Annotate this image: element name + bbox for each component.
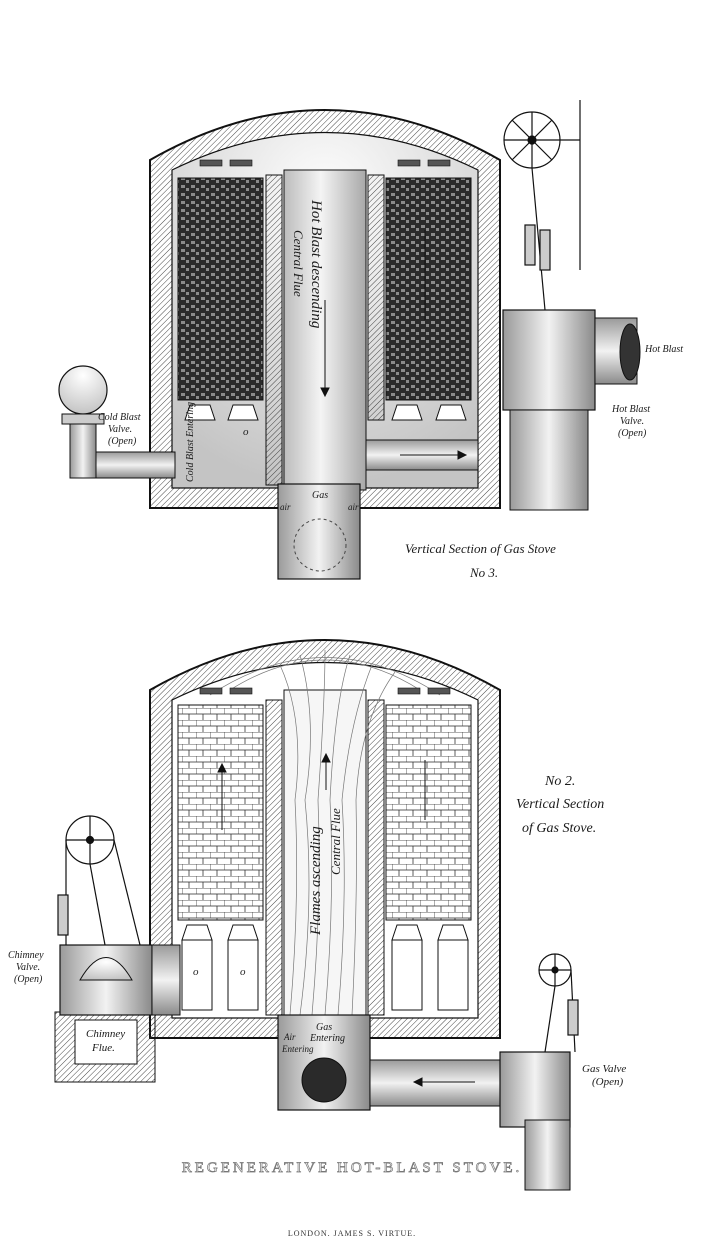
- label-gas-3: Gas: [312, 490, 328, 501]
- cold-blast-pipe: [94, 451, 176, 479]
- caption-fig2-line3: of Gas Stove.: [522, 821, 596, 836]
- caption-fig2-line2: Vertical Section: [516, 797, 604, 812]
- caption-fig3-line1: Vertical Section of Gas Stove: [405, 541, 556, 556]
- checkerwork-arches: [184, 404, 467, 421]
- label-hot-blast-valve-2: Valve.: [620, 416, 644, 427]
- label-o-3: o: [243, 426, 249, 438]
- figure-3: Hot Blast descending Central Flue Cold B…: [58, 100, 683, 580]
- label-chimney-flue-1: Chimney: [86, 1028, 125, 1040]
- cold-blast-valve-flange: [61, 413, 105, 425]
- gas-inlet-port: [293, 518, 347, 572]
- label-central-flue-2: Central Flue: [328, 808, 343, 875]
- label-chimney-flue-2: Flue.: [91, 1042, 115, 1054]
- gas-supply-pipe: [369, 1059, 501, 1107]
- label-hot-blast-valve-3: (Open): [618, 428, 647, 439]
- left-checkerwork: [177, 177, 264, 401]
- chimney-flue-opening: [74, 1019, 138, 1065]
- label-air-left-3: air: [280, 502, 291, 512]
- label-hot-blast-valve-1: Hot Blast: [611, 404, 650, 415]
- label-chimney-valve-2: Valve.: [16, 962, 40, 973]
- left-division-wall: [265, 174, 283, 486]
- label-cold-blast-valve-2: Valve.: [108, 424, 132, 435]
- cold-blast-riser: [69, 419, 97, 479]
- label-air-entering-1: Air: [283, 1032, 296, 1042]
- flow-arrows-2: [217, 752, 475, 1087]
- label-air-entering-2: Entering: [281, 1044, 314, 1054]
- dome-tiles-2: [199, 687, 451, 695]
- right-brickwork: [385, 704, 472, 921]
- arches-2: [181, 924, 469, 941]
- right-division-wall-2: [367, 699, 385, 1016]
- label-gas-entering-2: Entering: [309, 1033, 345, 1044]
- label-o-2a: o: [193, 966, 199, 978]
- label-hot-blast-descending: Hot Blast descending: [308, 199, 324, 329]
- right-checkerwork: [385, 177, 472, 401]
- label-flames-ascending: Flames ascending: [308, 826, 324, 936]
- label-chimney-valve-3: (Open): [14, 974, 43, 985]
- cold-blast-valve-dome: [58, 365, 108, 415]
- label-chimney-valve-1: Chimney: [8, 950, 44, 961]
- valve-lifting-gear: [503, 100, 581, 311]
- label-gas-entering-1: Gas: [316, 1022, 332, 1033]
- gas-valve-body: [499, 1051, 571, 1128]
- label-gas-valve-2: (Open): [592, 1076, 623, 1088]
- label-hot-blast: Hot Blast: [644, 344, 683, 355]
- flow-arrows: [320, 230, 468, 460]
- gas-valve-down-pipe: [524, 1119, 571, 1191]
- label-cold-blast-valve: Cold Blast: [98, 412, 141, 423]
- caption-fig3-line2: No 3.: [469, 565, 498, 580]
- dome-tiles: [199, 159, 451, 167]
- gas-inlet-box: [277, 483, 361, 580]
- plate-imprint: LONDON. JAMES S. VIRTUE.: [288, 1229, 416, 1238]
- label-gas-valve-1: Gas Valve: [582, 1063, 626, 1075]
- label-central-flue-3: Central Flue: [291, 230, 306, 297]
- right-division-wall: [367, 174, 385, 421]
- left-brickwork: [177, 704, 264, 921]
- caption-fig2-line1: No 2.: [544, 774, 575, 789]
- chimney-duct: [151, 944, 181, 1016]
- label-cold-blast-valve-3: (Open): [108, 436, 137, 447]
- flame-lines: [209, 649, 441, 1016]
- hot-blast-outlet-mouth: [619, 323, 641, 381]
- hot-blast-valve-body: [502, 309, 596, 411]
- gas-valve-lifting-gear: [538, 953, 579, 1053]
- label-cold-blast-entering: Cold Blast Entering: [185, 402, 196, 482]
- label-air-right-3: air: [348, 502, 359, 512]
- plate-title: REGENERATIVE HOT-BLAST STOVE.: [182, 1160, 522, 1176]
- chimney-valve-dome: [79, 957, 133, 981]
- hot-blast-valve-base: [509, 409, 589, 511]
- left-division-wall-2: [265, 699, 283, 1016]
- label-o-2b: o: [240, 966, 246, 978]
- gas-inlet-port-2: [301, 1057, 347, 1103]
- lower-openings: [181, 939, 469, 1011]
- chimney-lifting-gear: [57, 815, 141, 946]
- figure-2: Flames ascending Central Flue Chimney Va…: [8, 639, 626, 1191]
